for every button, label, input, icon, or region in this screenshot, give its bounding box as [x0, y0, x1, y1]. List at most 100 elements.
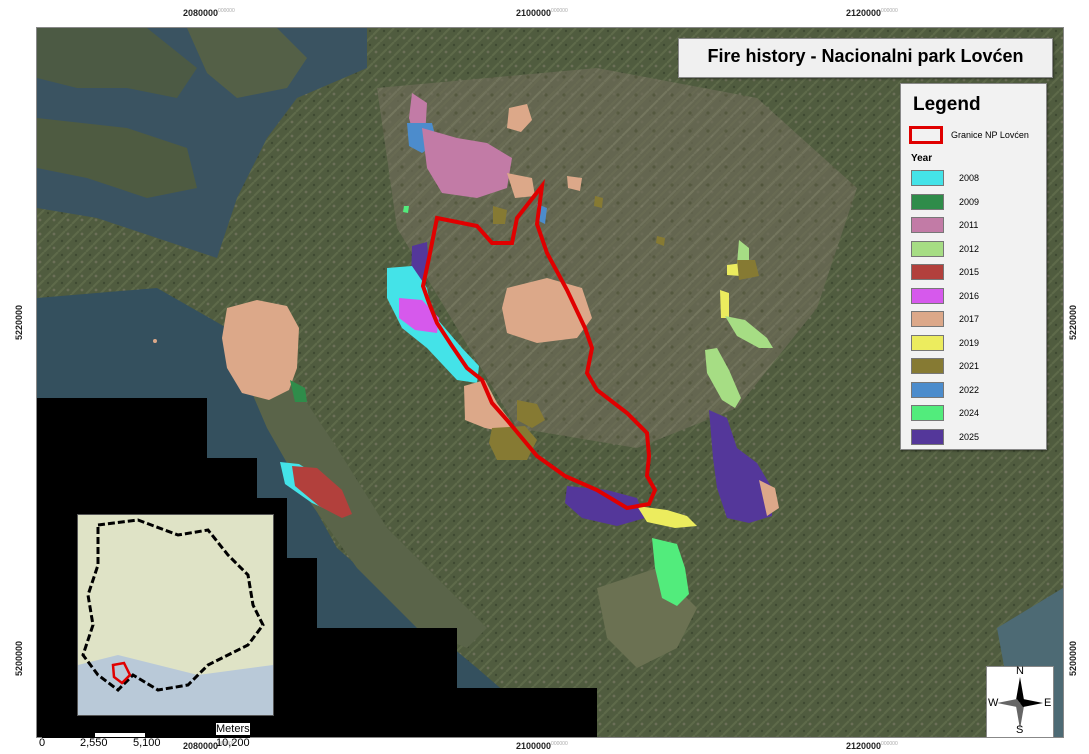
- legend-label-2009: 2009: [959, 196, 980, 207]
- fire-2012-b: [725, 316, 773, 348]
- legend-swatch-2017: [911, 311, 944, 327]
- inset-svg: [78, 515, 273, 715]
- legend-item-2016: 2016: [911, 287, 1041, 306]
- north-label: N: [1016, 665, 1024, 677]
- legend-boundary-swatch: [909, 126, 943, 144]
- legend-swatch-2022: [911, 381, 944, 398]
- legend-swatch-2011: [911, 217, 944, 233]
- north-arrow: N S W E: [986, 665, 1054, 737]
- legend-label-2008: 2008: [959, 173, 980, 183]
- fire-2021-a: [493, 206, 507, 224]
- grid-label-left-2: 5200000: [14, 640, 24, 676]
- west-label: W: [988, 697, 999, 709]
- coastal-ridge: [237, 358, 487, 648]
- grid-label-bottom-2: 2100000000000: [516, 741, 568, 751]
- grid-label-top-2: 2100000000000: [516, 8, 568, 18]
- legend-swatch-2024: [911, 405, 944, 421]
- inset-np-lovcen: [111, 661, 132, 685]
- south-label: S: [1016, 724, 1024, 736]
- fire-2021-f: [737, 260, 759, 280]
- land-headland: [187, 28, 307, 98]
- legend-item-2022: 2022: [911, 381, 1041, 400]
- scale-label-3: 10,200: [216, 737, 250, 749]
- scale-seg-1: [42, 732, 94, 738]
- scale-bar: 0 2,550 5,100 10,200 Meters: [38, 723, 260, 752]
- grid-label-top-1: 2080000000000: [183, 8, 235, 18]
- fire-2021-d: [517, 400, 545, 428]
- north-arrow-icon: [997, 677, 1043, 729]
- legend-item-2012: 2012: [911, 240, 1041, 259]
- fire-2017-h: [153, 339, 157, 343]
- land-peninsula-north: [37, 28, 197, 98]
- fire-2017-g: [759, 480, 779, 516]
- legend-label-2019: 2019: [959, 337, 980, 348]
- fire-2024-a: [403, 206, 409, 213]
- fire-2019-b: [720, 290, 729, 318]
- legend-item-2017: 2017: [911, 311, 1041, 329]
- map-title-box: Fire history - Nacionalni park Lovćen: [678, 38, 1053, 78]
- legend-swatch-2025: [911, 428, 944, 445]
- fire-2016-a: [399, 298, 439, 333]
- inset-locator-map: [77, 514, 274, 716]
- scale-seg-3: [146, 732, 250, 738]
- legend-item-2015: 2015: [911, 264, 1041, 282]
- fire-2017-f: [464, 380, 512, 433]
- grid-label-left-1: 5220000: [14, 304, 24, 340]
- land-peninsula-west: [37, 118, 197, 198]
- fire-2012-a: [737, 240, 749, 264]
- inset-country-border: [81, 518, 265, 692]
- legend-label-2025: 2025: [959, 431, 980, 442]
- scale-label-0: 0: [39, 737, 46, 749]
- legend-label-2024: 2024: [959, 408, 980, 418]
- grid-label-top-3: 2120000000000: [846, 8, 898, 18]
- legend-swatch-2021: [911, 358, 944, 374]
- fire-2017-b: [507, 104, 532, 132]
- legend-item-2021: 2021: [911, 358, 1041, 376]
- legend-swatch-2009: [911, 193, 944, 210]
- map-title: Fire history - Nacionalni park Lovćen: [707, 46, 1024, 66]
- legend-item-2008: 2008: [911, 170, 1041, 188]
- grid-label-bottom-3: 2120000000000: [846, 741, 898, 751]
- map-canvas[interactable]: Fire history - Nacionalni park Lovćen Le…: [36, 27, 1064, 738]
- legend-item-2019: 2019: [911, 334, 1041, 353]
- legend-item-2011: 2011: [911, 217, 1041, 235]
- fire-2021-e: [489, 426, 537, 460]
- fire-2021-b: [594, 196, 603, 208]
- legend-label-2017: 2017: [959, 314, 980, 324]
- legend-item-2009: 2009: [911, 193, 1041, 212]
- legend-boundary-label: Granice NP Lovćen: [951, 130, 1029, 140]
- fire-2021-c: [656, 236, 665, 246]
- legend-label-2012: 2012: [959, 243, 980, 254]
- scale-label-2: 5,100: [133, 737, 161, 749]
- fire-2015-a: [292, 466, 352, 518]
- legend-swatch-2012: [911, 240, 944, 257]
- fire-2017-c: [567, 176, 582, 191]
- fire-2017-e: [222, 300, 299, 400]
- fire-2025-b: [709, 410, 772, 523]
- legend-item-2024: 2024: [911, 405, 1041, 423]
- legend-label-2022: 2022: [959, 384, 980, 395]
- fire-2012-c: [705, 348, 741, 408]
- grid-label-bottom-1: 2080000000000: [183, 741, 235, 751]
- grid-label-right-2: 5200000: [1068, 640, 1078, 676]
- fire-2009-a: [290, 380, 307, 402]
- legend-label-2016: 2016: [959, 290, 980, 301]
- legend-swatch-2015: [911, 264, 944, 280]
- scale-label-1: 2,550: [80, 737, 108, 749]
- fire-2024-b: [652, 538, 689, 606]
- scale-unit: Meters: [216, 723, 250, 735]
- legend-label-2021: 2021: [959, 361, 980, 371]
- fire-2011-b: [422, 128, 512, 198]
- legend-year-header: Year: [911, 153, 933, 164]
- fire-2017-a: [507, 173, 535, 198]
- np-lovcen-boundary: [420, 178, 658, 511]
- scale-seg-2: [94, 732, 146, 738]
- legend-item-2025: 2025: [911, 428, 1041, 447]
- legend-swatch-2016: [911, 287, 944, 304]
- legend-label-2015: 2015: [959, 267, 980, 277]
- fire-2025-c: [565, 486, 645, 526]
- legend-swatch-2019: [911, 334, 944, 351]
- fire-2019-c: [637, 506, 697, 528]
